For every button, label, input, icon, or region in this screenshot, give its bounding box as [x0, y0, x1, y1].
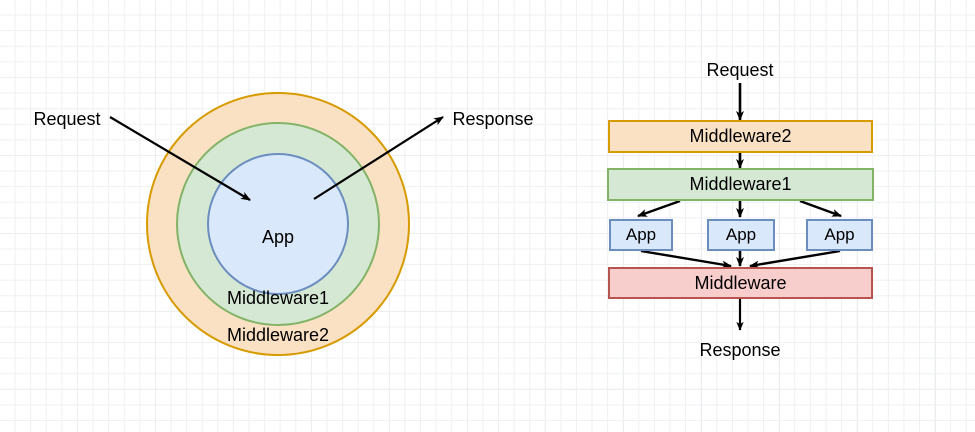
onion-core-app: [207, 153, 349, 295]
pipeline-stage-middleware-out[interactable]: Middleware: [608, 267, 873, 299]
onion-response-label: Response: [452, 109, 534, 129]
pipeline-request-label: Request: [706, 60, 774, 80]
pipeline-app-right-label: App: [824, 225, 855, 244]
onion-request-arrow: [109, 116, 251, 201]
pipeline-arrow-app-left-to-middleware: [640, 249, 732, 269]
onion-core-label: App: [261, 227, 295, 247]
onion-request-label: Request: [33, 109, 101, 129]
pipeline-response-label: Response: [699, 340, 781, 360]
pipeline-arrow-mw1-to-app-right: [799, 199, 842, 218]
pipeline-app-left-label: App: [625, 225, 657, 244]
pipeline-stage-middleware1[interactable]: Middleware1: [607, 168, 874, 201]
pipeline-stage-middleware2-label: Middleware2: [689, 126, 792, 146]
pipeline-app-left[interactable]: App: [609, 219, 673, 251]
pipeline-app-center-label: App: [725, 225, 757, 244]
pipeline-arrow-app-right-to-middleware: [749, 249, 841, 269]
pipeline-stage-middleware-out-label: Middleware: [694, 272, 787, 293]
pipeline-stage-middleware1-label: Middleware1: [689, 174, 792, 194]
pipeline-stage-middleware2[interactable]: Middleware2: [608, 120, 873, 153]
onion-ring1-label: Middleware1: [226, 288, 330, 308]
onion-response-arrow: [313, 116, 444, 200]
pipeline-app-right[interactable]: App: [806, 219, 873, 251]
pipeline-arrow-mw1-to-app-left: [637, 199, 681, 218]
onion-ring2-label: Middleware2: [226, 325, 330, 345]
pipeline-app-center[interactable]: App: [707, 219, 775, 251]
